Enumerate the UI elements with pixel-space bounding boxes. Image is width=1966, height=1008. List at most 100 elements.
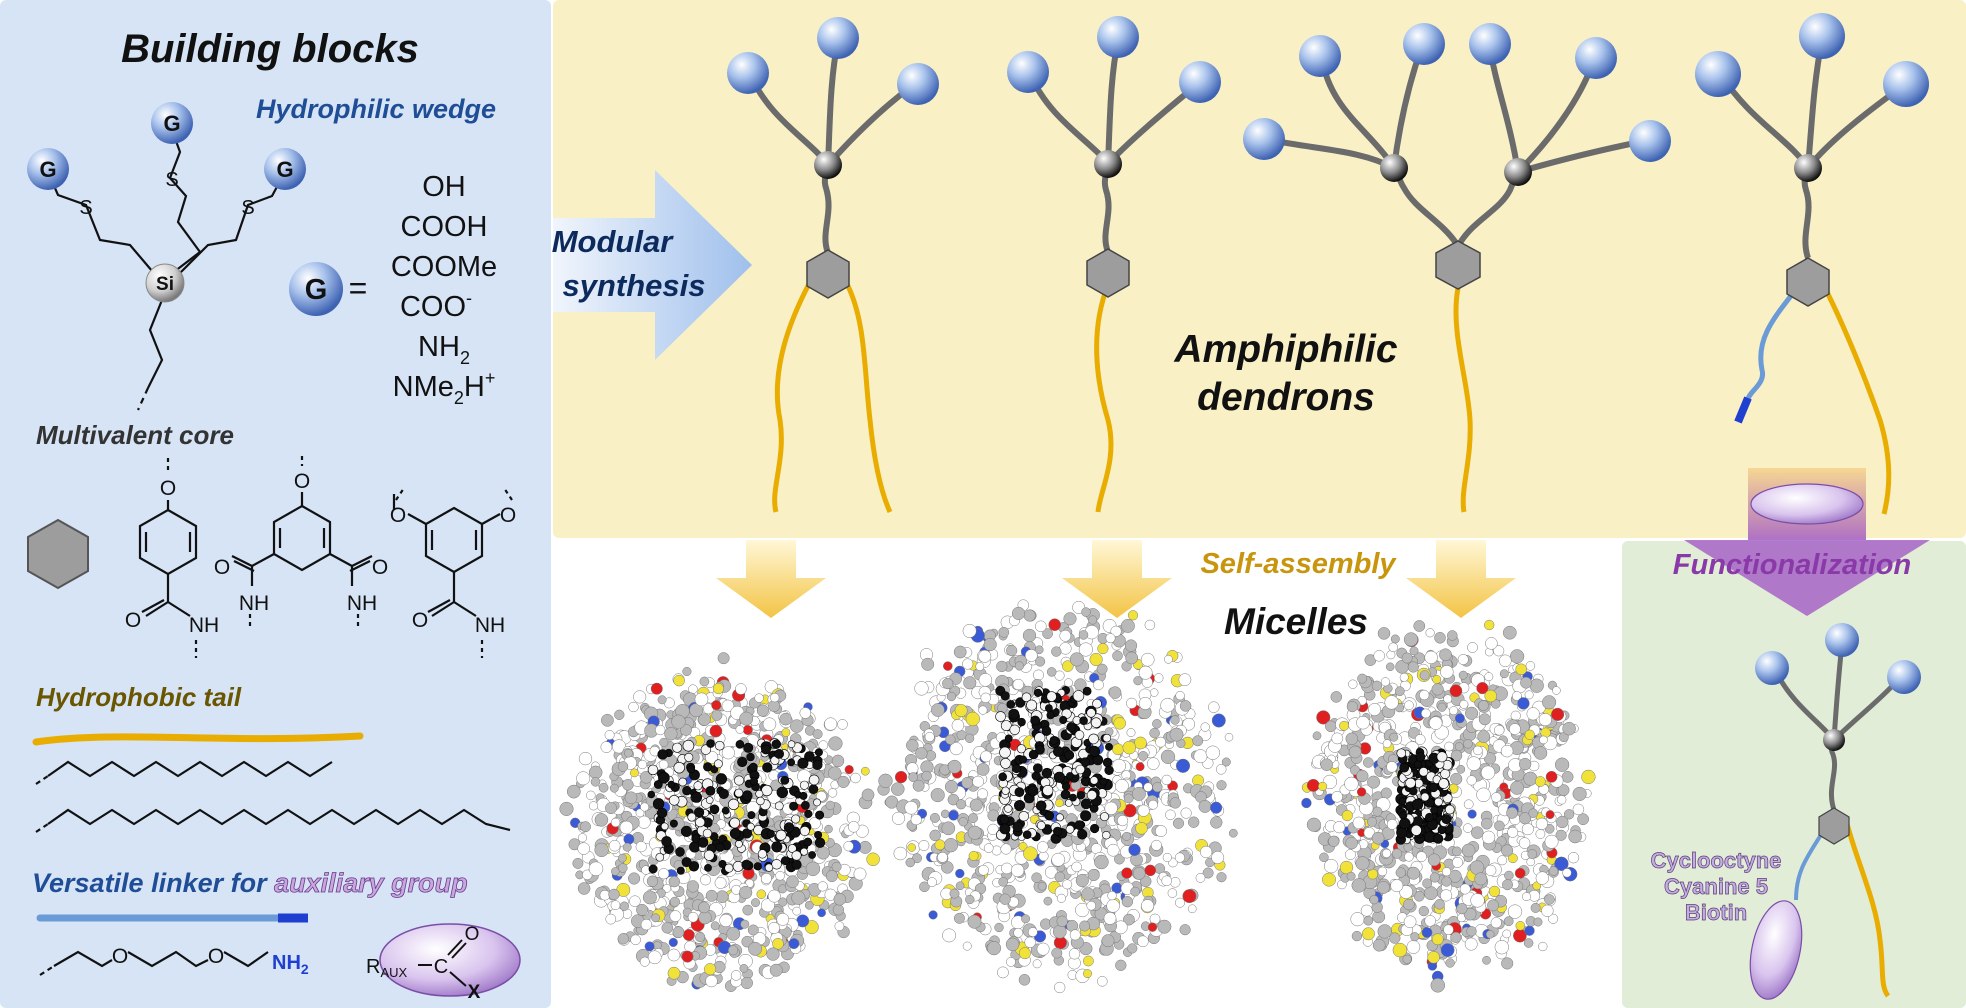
micelle-core-atom xyxy=(1076,790,1086,800)
micelle-atom xyxy=(944,780,959,794)
micelle-atom xyxy=(1348,679,1358,689)
micelle-atom xyxy=(1386,819,1398,830)
micelle-atom xyxy=(947,793,960,806)
micelle-atom xyxy=(1316,710,1331,725)
micelle-core-atom xyxy=(1445,804,1455,815)
micelle-atom xyxy=(639,956,650,967)
micelle-core-atom xyxy=(1409,787,1418,796)
micelle-atom xyxy=(1414,734,1426,745)
micelle-atom xyxy=(635,808,645,818)
micelle-atom xyxy=(1023,609,1036,622)
micelle-atom xyxy=(1526,707,1540,721)
micelle-atom xyxy=(605,802,617,815)
micelle-atom xyxy=(1485,930,1495,939)
core-structure-meta xyxy=(231,456,373,630)
micelle-atom xyxy=(948,810,959,821)
micelle-atom xyxy=(667,966,681,980)
micelle-atom xyxy=(1096,663,1108,675)
micelle-atom xyxy=(698,911,712,925)
micelle-atom xyxy=(1023,846,1038,861)
micelle-atom xyxy=(619,820,634,835)
micelle-core-atom xyxy=(1077,829,1088,840)
micelle-atom xyxy=(1407,661,1419,673)
micelle-atom xyxy=(1160,749,1176,764)
micelle-atom xyxy=(1200,722,1210,732)
functionalization-panel xyxy=(1622,541,1966,1008)
micelle-atom xyxy=(792,906,802,916)
micelle-atom xyxy=(1361,927,1375,941)
micelle-core-atom xyxy=(743,742,754,753)
dendron-1 xyxy=(727,17,939,514)
micelle-atom xyxy=(947,759,962,774)
micelle-atom xyxy=(1034,645,1044,655)
micelle-atom xyxy=(831,754,845,768)
func-dendron-core xyxy=(1818,807,1850,845)
micelle-atom xyxy=(1033,669,1044,681)
micelle-core-atom xyxy=(660,822,669,831)
micelle-atom xyxy=(1521,823,1534,836)
micelle-atom xyxy=(1128,843,1141,856)
micelle-atom xyxy=(635,841,647,853)
micelle-core-atom xyxy=(800,847,808,856)
o-label-dimethoxy-right: O xyxy=(500,504,516,527)
micelle-atom xyxy=(1556,815,1569,829)
micelle-core-atom xyxy=(1418,767,1429,777)
micelle-atom xyxy=(766,947,780,961)
micelle-atom xyxy=(1567,852,1580,864)
micelle-atom xyxy=(1430,978,1446,993)
micelle-atom xyxy=(1063,612,1077,626)
micelle-atom xyxy=(1167,888,1178,898)
micelle-2 xyxy=(877,599,1238,994)
micelle-atom xyxy=(1046,667,1057,677)
micelle-atom xyxy=(1134,736,1147,750)
micelle-core-atom xyxy=(771,859,782,870)
micelle-core-atom xyxy=(1086,789,1097,801)
micelle-core-atom xyxy=(797,757,809,769)
micelle-atom xyxy=(1000,843,1012,855)
micelle-atom xyxy=(651,913,661,923)
micelle-atom xyxy=(1529,678,1544,693)
micelle-core-atom xyxy=(804,809,813,819)
micelle-atom xyxy=(1535,871,1549,885)
micelle-atom xyxy=(1187,904,1197,914)
micelle-1 xyxy=(559,652,880,992)
micelle-atom xyxy=(694,692,709,707)
micelle-atom xyxy=(1001,862,1013,875)
micelle-atom xyxy=(1147,922,1158,932)
micelle-atom xyxy=(1339,860,1354,875)
micelle-atom xyxy=(739,964,749,973)
micelle-core-atom xyxy=(783,822,795,833)
micelle-atom xyxy=(1367,775,1381,789)
micelle-atom xyxy=(850,772,861,784)
micelle-atom xyxy=(623,833,635,845)
micelle-atom xyxy=(1027,927,1038,937)
micelle-atom xyxy=(955,868,965,879)
micelle-core-atom xyxy=(746,752,755,762)
micelle-atom xyxy=(577,882,591,895)
micelle-core-atom xyxy=(774,749,784,759)
micelle-atom xyxy=(646,875,659,887)
micelle-atom xyxy=(786,875,799,889)
micelle-atom xyxy=(1131,786,1146,801)
micelle-atom xyxy=(1481,817,1493,830)
micelle-atom xyxy=(1170,715,1180,725)
nme-subscript: 2 xyxy=(454,388,464,408)
dendron-3-head-4 xyxy=(1469,23,1511,65)
micelle-atom xyxy=(1157,919,1172,934)
micelle-atom xyxy=(1111,758,1126,773)
micelle-core-atom xyxy=(1396,827,1408,839)
micelle-atom xyxy=(918,840,930,851)
micelle-core-atom xyxy=(1052,826,1063,836)
micelle-core-atom xyxy=(1104,765,1114,775)
micelle-atom xyxy=(1021,914,1031,924)
auxiliary-group-oval xyxy=(379,923,521,997)
micelle-core-atom xyxy=(995,711,1006,722)
micelle-atom xyxy=(828,766,842,780)
self-assembly-arrow-3 xyxy=(1406,540,1516,618)
nme-main: NMe xyxy=(393,371,454,403)
micelle-atom xyxy=(639,771,653,784)
micelle-atom xyxy=(767,889,781,903)
nh-label-para: NH xyxy=(189,614,219,637)
micelle-atom xyxy=(605,913,617,925)
micelle-atom xyxy=(588,801,599,811)
